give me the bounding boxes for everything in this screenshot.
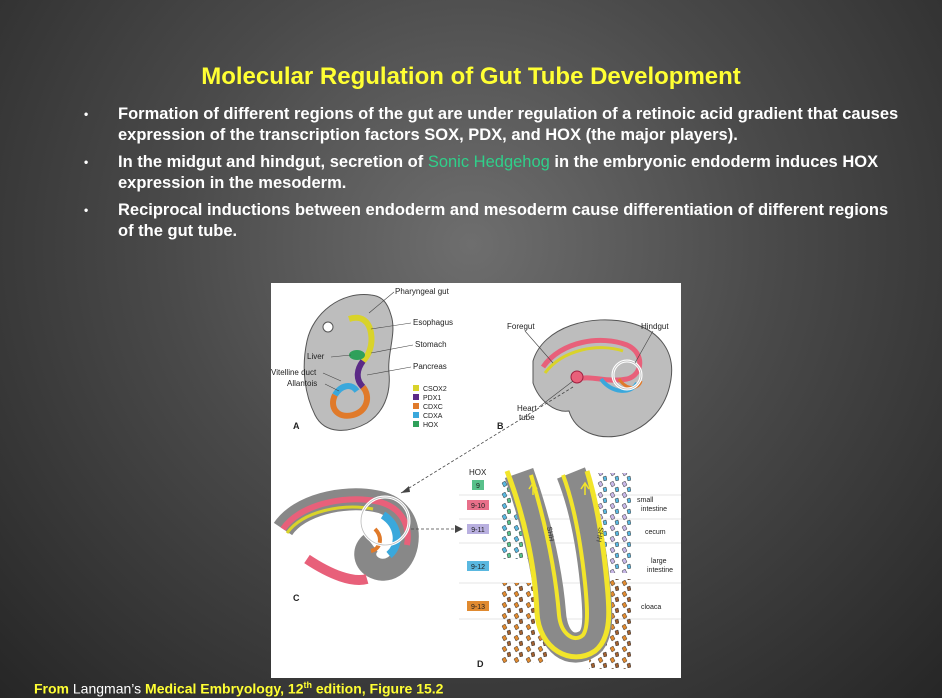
label-pancreas: Pancreas [413, 362, 447, 371]
label-foregut: Foregut [507, 322, 535, 331]
zoom-arrow-b-to-c [400, 386, 574, 494]
embryo-body-a [303, 294, 394, 431]
panel-b: Foregut Hindgut Heart tube B [400, 319, 673, 494]
bullet-text: Formation of different regions of the gu… [118, 105, 899, 144]
label-esophagus: Esophagus [413, 318, 453, 327]
hox-code-box [472, 480, 484, 490]
bullet-text-post: in the embryonic endoderm induces HOX ex… [118, 153, 879, 192]
hox-code-box [467, 524, 489, 534]
credit-book: Langman’s [72, 680, 142, 697]
pdx1-region [354, 359, 366, 390]
label-cloaca: cloaca [641, 604, 661, 611]
bullet-dot-icon: • [84, 107, 89, 121]
slide-title: Molecular Regulation of Gut Tube Develop… [201, 63, 741, 90]
figure-svg: Pharyngeal gut Esophagus Stomach Pancrea… [271, 287, 681, 669]
endoderm-shh-band [504, 470, 612, 660]
bullet-item: • Formation of different regions of the … [80, 104, 900, 146]
panel-a: Pharyngeal gut Esophagus Stomach Pancrea… [271, 287, 453, 431]
label-large-intestine-1: large [651, 558, 667, 565]
label-stomach: Stomach [415, 340, 447, 349]
legend-item: CSOX2 [423, 386, 447, 393]
bullet-item: • In the midgut and hindgut, secretion o… [80, 152, 900, 194]
csox2-region [348, 314, 375, 364]
hox-code: 9-13 [471, 604, 485, 611]
bullet-text-pre: In the midgut and hindgut, secretion of [118, 153, 428, 171]
heart-tube [570, 370, 584, 384]
hox-code-box [467, 500, 489, 510]
label-vitelline-duct: Vitelline duct [271, 368, 317, 377]
panel-letter-a: A [293, 421, 300, 431]
legend-item: CDXA [423, 413, 443, 420]
gut-tube-d [504, 467, 613, 663]
legend-item: HOX [423, 422, 439, 429]
legend-item: PDX1 [423, 395, 441, 402]
label-hindgut: Hindgut [641, 322, 669, 331]
label-allantois: Allantois [287, 379, 317, 388]
label-heart-tube-1: Heart [517, 404, 537, 413]
credit-rest-a: Medical Embryology, 12 [141, 680, 304, 697]
bullet-dot-icon: • [84, 155, 89, 169]
sonic-hedgehog-highlight: Sonic Hedgehog [427, 153, 550, 171]
figure-credit: From Langman’s Medical Embryology, 12th … [34, 680, 443, 697]
credit-sup: th [303, 680, 313, 690]
shh-label-left: SHH [545, 526, 554, 542]
credit-rest-b: edition, Figure 15.2 [312, 680, 444, 697]
shh-label-right: SHH [594, 527, 603, 543]
hox-code: 9-11 [471, 527, 485, 534]
hox-code: 9-12 [471, 564, 485, 571]
label-small-intestine-2: intestine [641, 506, 667, 513]
label-small-intestine-1: small [637, 497, 654, 504]
label-pharyngeal-gut: Pharyngeal gut [395, 287, 450, 296]
panel-c: C [273, 488, 463, 603]
hox-code: 9 [476, 483, 480, 490]
cdxa-region [332, 383, 360, 397]
cdxc-region [330, 385, 371, 419]
embryology-figure: Pharyngeal gut Esophagus Stomach Pancrea… [271, 283, 681, 678]
label-liver: Liver [307, 352, 325, 361]
panel-letter-c: C [293, 593, 300, 603]
liver-bud [349, 350, 365, 360]
hox-code-box [467, 561, 489, 571]
hox-header: HOX [469, 468, 487, 477]
eye-icon [322, 321, 334, 333]
label-heart-tube-2: tube [519, 413, 535, 422]
bullet-dot-icon: • [84, 203, 89, 217]
hox-code-box [467, 601, 489, 611]
credit-prefix: From [34, 680, 73, 697]
label-cecum: cecum [645, 529, 666, 536]
bullet-item: • Reciprocal inductions between endoderm… [80, 200, 900, 242]
hox-code: 9-10 [471, 503, 485, 510]
bullet-list: • Formation of different regions of the … [80, 104, 900, 248]
legend-item: CDXC [423, 404, 443, 411]
label-large-intestine-2: intestine [647, 567, 673, 574]
legend: CSOX2 PDX1 CDXC CDXA HOX [413, 385, 447, 429]
panel-d: HOX 9 9-10 9-11 9-12 9-13 SHH SHH small … [459, 467, 681, 669]
panel-letter-b: B [497, 421, 504, 431]
panel-letter-d: D [477, 659, 484, 669]
bullet-text: Reciprocal inductions between endoderm a… [118, 201, 889, 240]
